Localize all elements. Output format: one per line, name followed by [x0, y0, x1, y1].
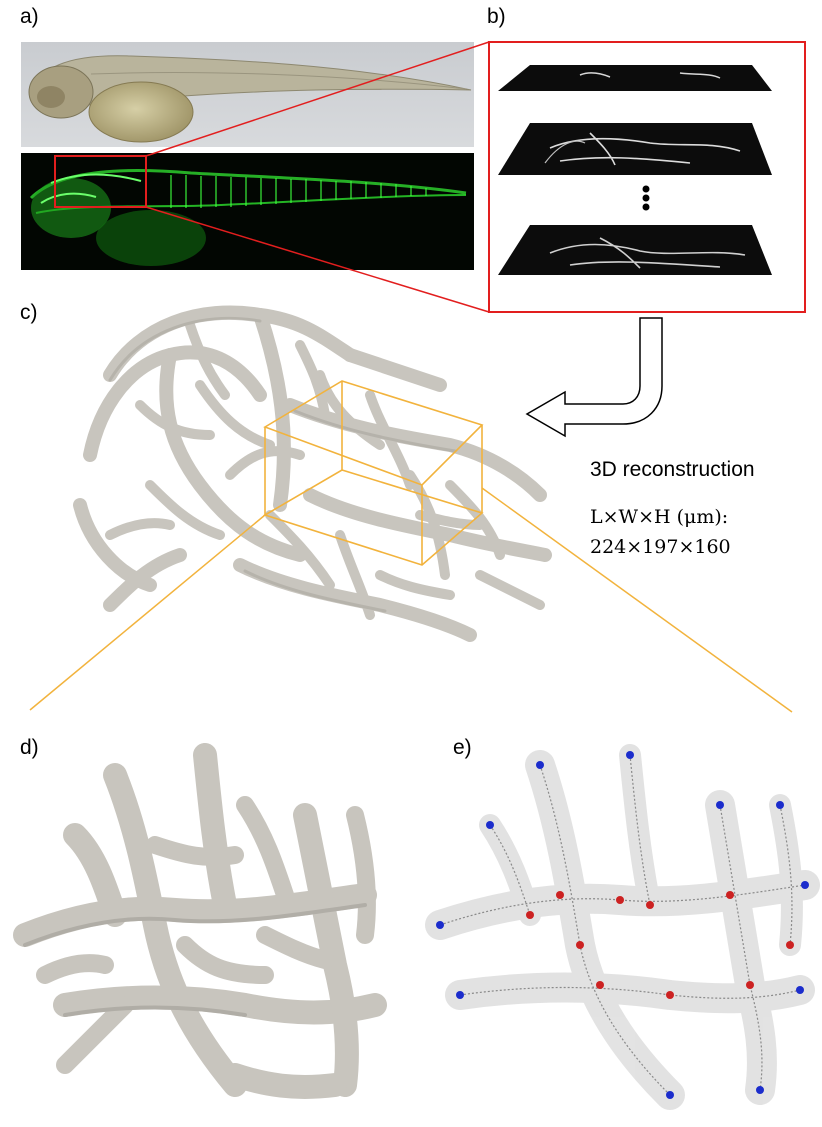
- image-slice-3: [498, 225, 772, 275]
- crop-region-box: [263, 380, 484, 566]
- dimensions-label: L×W×H (μm):: [590, 506, 729, 528]
- panel-label-c: c): [20, 301, 38, 324]
- graph-nodes: [436, 751, 809, 1099]
- panel-label-b: b): [487, 5, 506, 28]
- fluorescence-vasculature-image: [21, 153, 474, 270]
- panel-label-d: d): [20, 736, 39, 759]
- image-slice-2: [498, 123, 772, 175]
- panel-label-a: a): [20, 5, 39, 28]
- zoom-overlay: [54, 41, 806, 313]
- reconstruction-arrow-icon: [525, 317, 663, 438]
- image-stack-frame: [488, 41, 806, 313]
- cropped-vessel-surface: [13, 743, 387, 1099]
- vessel-3d-reconstruction: [73, 305, 552, 642]
- zoom-region-box: [54, 155, 147, 208]
- panel-label-e: e): [453, 736, 472, 759]
- brightfield-embryo-image: [21, 42, 474, 147]
- vessel-skeleton-graph: [425, 744, 820, 1110]
- dimensions-value: 224×197×160: [590, 536, 731, 558]
- crop-projection-line-left: [29, 514, 266, 711]
- crop-projection-line-right: [481, 487, 793, 713]
- stack-ellipsis-dot: [642, 194, 650, 202]
- zoom-projection-line-bottom: [145, 206, 490, 313]
- image-stack-slices: [498, 65, 772, 275]
- crop-projection-lines: [29, 487, 793, 713]
- zoom-projection-line-top: [145, 41, 490, 157]
- stack-ellipsis-dot: [642, 185, 650, 193]
- reconstruction-title: 3D reconstruction: [590, 458, 755, 481]
- image-slice-1: [498, 65, 772, 91]
- stack-ellipsis-dot: [642, 203, 650, 211]
